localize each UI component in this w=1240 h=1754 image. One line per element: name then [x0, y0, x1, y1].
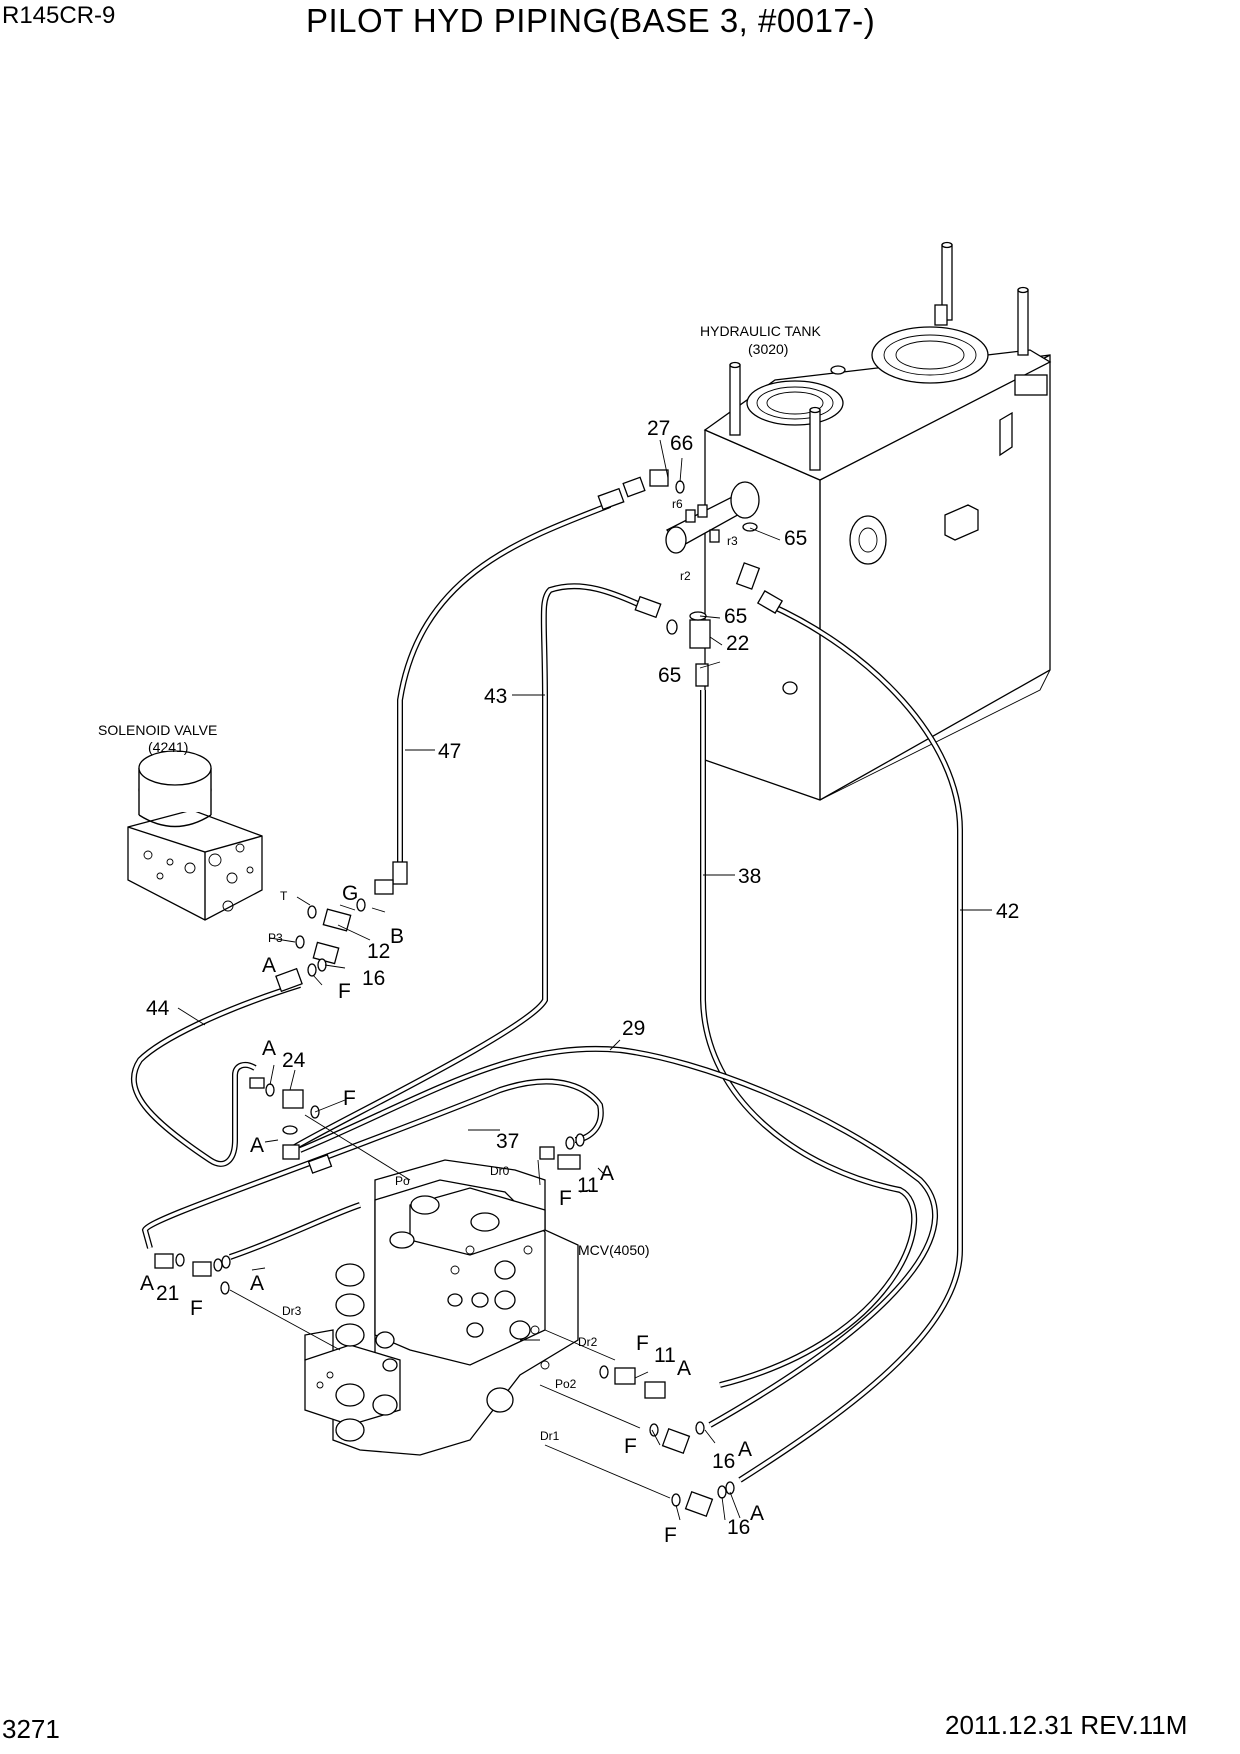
- fitting-letter: F: [624, 1435, 637, 1458]
- fitting-letter: G: [342, 882, 358, 905]
- revision-date: 2011.12.31 REV.11M: [945, 1710, 1188, 1740]
- component-labels: HYDRAULIC TANK (3020) SOLENOID VALVE (42…: [98, 323, 822, 1258]
- part-number: 42: [996, 900, 1019, 923]
- model-number: R145CR-9: [2, 2, 116, 29]
- port-label: r2: [680, 569, 691, 583]
- fitting-letter: F: [664, 1524, 677, 1547]
- fitting-letter: A: [262, 954, 276, 977]
- tank-code-label: (3020): [748, 341, 788, 357]
- fitting-letter: F: [636, 1332, 649, 1355]
- port-label: r6: [672, 497, 683, 511]
- port-label: Po2: [555, 1377, 577, 1391]
- leader-lines: [177, 439, 992, 1521]
- part-number: 16: [727, 1516, 750, 1539]
- part-number: 65: [724, 605, 747, 628]
- diagram-title: PILOT HYD PIPING(BASE 3, #0017-): [306, 2, 876, 39]
- part-number: 43: [484, 685, 507, 708]
- part-number: 47: [438, 740, 461, 763]
- port-label: P3: [268, 931, 283, 945]
- fitting-letter: A: [750, 1502, 764, 1525]
- port-label: Dr0: [490, 1164, 510, 1178]
- fitting-letter: F: [338, 980, 351, 1003]
- fitting-letter-labels: G B A F A F A A F A A F F A F A F A: [140, 882, 764, 1547]
- solenoid-name-label: SOLENOID VALVE: [98, 722, 217, 738]
- part-number: 12: [367, 940, 390, 963]
- page-number: 3271: [2, 1714, 60, 1744]
- port-label: Po: [395, 1174, 410, 1188]
- solenoid-valve: [127, 750, 263, 921]
- part-number: 29: [622, 1017, 645, 1040]
- part-number: 27: [647, 417, 670, 440]
- tank-name-label: HYDRAULIC TANK: [700, 323, 822, 339]
- part-number: 66: [670, 432, 693, 455]
- main-control-valve: [304, 1159, 579, 1456]
- hoses: [130, 502, 963, 1483]
- part-number: 11: [654, 1344, 676, 1367]
- part-number: 44: [146, 997, 170, 1020]
- mcv-label: MCV(4050): [578, 1242, 650, 1258]
- part-number: 65: [658, 664, 681, 687]
- fitting-letter: A: [738, 1438, 752, 1461]
- part-number: 65: [784, 527, 807, 550]
- fitting-letter: B: [390, 925, 404, 948]
- part-number: 11: [577, 1174, 599, 1197]
- solenoid-code-label: (4241): [148, 739, 188, 755]
- part-number: 37: [496, 1130, 519, 1153]
- port-label: Dr2: [578, 1335, 598, 1349]
- fitting-letter: F: [559, 1187, 572, 1210]
- fitting-letter: A: [262, 1037, 276, 1060]
- part-number: 16: [712, 1450, 735, 1473]
- fitting-letter: F: [343, 1087, 356, 1110]
- fitting-letter: A: [677, 1357, 691, 1380]
- fitting-letter: A: [140, 1272, 154, 1295]
- fitting-letter: A: [600, 1162, 614, 1185]
- hydraulic-tank: [665, 241, 1052, 801]
- port-label: Dr3: [282, 1304, 302, 1318]
- fitting-letter: A: [250, 1134, 264, 1157]
- port-label: r3: [727, 534, 738, 548]
- part-number: 24: [282, 1049, 306, 1072]
- port-label: Dr1: [540, 1429, 560, 1443]
- port-labels: r6 r3 r2 T P3 Po Dr0 Dr3 Dr2 Po2 Dr1: [268, 497, 738, 1443]
- part-number: 38: [738, 865, 761, 888]
- part-number: 16: [362, 967, 385, 990]
- part-number: 21: [156, 1282, 179, 1305]
- port-label: T: [280, 889, 288, 903]
- fitting-letter: F: [190, 1297, 203, 1320]
- part-number: 22: [726, 632, 749, 655]
- fitting-letter: A: [250, 1272, 264, 1295]
- part-number-labels: 27 66 65 65 65 22 43 47 38 42 12 16 44 2…: [146, 417, 1019, 1539]
